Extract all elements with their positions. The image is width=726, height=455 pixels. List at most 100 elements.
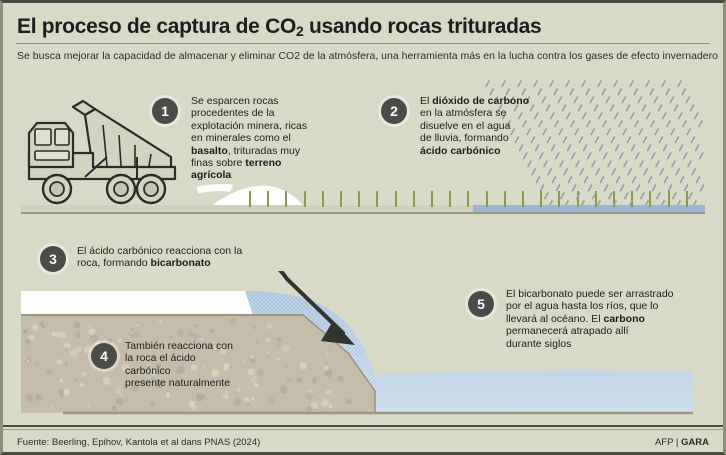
- rain-drop: [549, 80, 554, 88]
- rain-drop: [541, 96, 547, 104]
- step-emphasis: terreno: [245, 157, 282, 170]
- crop-stalk: [631, 191, 634, 207]
- rain-drop: [667, 152, 672, 160]
- soil-speck: [130, 334, 135, 338]
- soil-speck: [115, 387, 122, 394]
- rain-drop: [657, 104, 663, 112]
- rain-drop: [608, 192, 613, 200]
- rain-drop: [533, 80, 538, 88]
- footer-credit-brand: GARA: [681, 437, 709, 448]
- step-badge-2-label: 2: [390, 103, 398, 119]
- soil-speck: [75, 332, 81, 338]
- rain-drop: [575, 160, 580, 168]
- rain-drop: [667, 184, 673, 192]
- rain-drop: [566, 144, 572, 152]
- rain-drop: [585, 88, 590, 96]
- soil-speck: [64, 347, 69, 352]
- rain-drop: [671, 160, 676, 168]
- soil-speck: [310, 401, 319, 410]
- crop-stalk: [540, 191, 543, 207]
- rain-drop: [525, 96, 531, 104]
- soil-speck: [136, 324, 139, 327]
- crop-stalk: [576, 191, 579, 207]
- rain-drop: [634, 120, 639, 128]
- step-run: permanecerá atrapado allí: [506, 325, 629, 338]
- rain-drop: [665, 88, 670, 96]
- crop-stalk: [685, 191, 688, 207]
- step-badge-4[interactable]: 4: [91, 343, 117, 369]
- crop-stalk: [394, 191, 397, 207]
- rain-drop: [548, 200, 553, 205]
- step-badge-5[interactable]: 5: [468, 291, 494, 317]
- soil-speck: [26, 359, 30, 363]
- soil-speck: [281, 390, 285, 394]
- white-wedge: [21, 291, 303, 315]
- step-badge-4-label: 4: [100, 348, 108, 364]
- step-line: finas sobre terreno: [191, 157, 341, 169]
- soil-speck: [65, 362, 68, 365]
- soil-speck: [223, 363, 230, 370]
- soil-speck: [57, 388, 65, 395]
- rain-drop: [522, 120, 527, 128]
- soil-speck: [220, 349, 227, 356]
- rain-drop: [601, 88, 606, 96]
- step-badge-1-label: 1: [161, 103, 169, 119]
- rain-drop: [555, 152, 560, 160]
- step-line: disuelve en el agua: [420, 120, 570, 132]
- rain-drop: [619, 152, 624, 160]
- footer-source: Fuente: Beerling, Epihov, Kantola et al …: [17, 437, 261, 448]
- rain-drop: [543, 160, 548, 168]
- rain-drop: [627, 168, 632, 176]
- step-line: de lluvia, formando: [420, 132, 570, 144]
- crop-stalk: [303, 191, 306, 207]
- rain-drop: [562, 136, 568, 144]
- step-line: por el agua hasta los ríos, que lo: [506, 300, 716, 312]
- crop-stalk: [558, 191, 561, 207]
- rain-drop: [688, 192, 693, 200]
- soil-speck: [172, 344, 178, 350]
- page-title-subscript: 2: [295, 23, 304, 39]
- step-badge-2[interactable]: 2: [381, 98, 407, 124]
- rain-drop: [517, 80, 522, 88]
- soil-speck: [46, 369, 53, 376]
- footer-divider-top: [3, 425, 723, 427]
- step-badge-3-label: 3: [49, 251, 57, 267]
- step-line: El dióxido de carbono: [420, 95, 570, 107]
- soil-speck: [131, 385, 139, 393]
- soil-speck: [155, 363, 162, 369]
- rain-drop: [555, 184, 561, 192]
- rain-drop: [579, 168, 584, 176]
- soil-speck: [177, 366, 185, 374]
- soil-speck: [63, 389, 70, 396]
- soil-speck: [321, 399, 329, 407]
- soil-speck: [79, 383, 84, 387]
- rain-drop: [676, 200, 681, 205]
- step-run: explotación minera, ricas: [191, 119, 308, 132]
- soil-speck: [59, 332, 66, 339]
- soil-speck: [225, 390, 229, 394]
- soil-speck: [286, 378, 292, 384]
- rain-drop: [571, 152, 576, 160]
- rain-drop: [559, 160, 564, 168]
- soil-speck: [150, 377, 155, 382]
- field-soil-strip: [21, 205, 705, 212]
- rain-drop: [633, 88, 638, 96]
- soil-speck: [253, 382, 259, 388]
- rain-drop: [522, 152, 528, 160]
- soil-speck: [279, 385, 288, 394]
- rain-drop: [517, 112, 523, 120]
- soil-speck: [28, 334, 35, 342]
- soil-speck: [176, 329, 185, 337]
- soil-speck: [76, 346, 82, 352]
- soil-speck: [87, 404, 91, 407]
- title-divider: [16, 43, 710, 44]
- step-emphasis: agrícola: [191, 169, 232, 182]
- soil-speck: [117, 338, 123, 343]
- rain-drop: [628, 200, 633, 205]
- step-badge-3[interactable]: 3: [40, 246, 66, 272]
- soil-speck: [265, 355, 269, 358]
- step-badge-1[interactable]: 1: [152, 98, 178, 124]
- rain-drop: [603, 152, 608, 160]
- rain-drop: [610, 136, 616, 144]
